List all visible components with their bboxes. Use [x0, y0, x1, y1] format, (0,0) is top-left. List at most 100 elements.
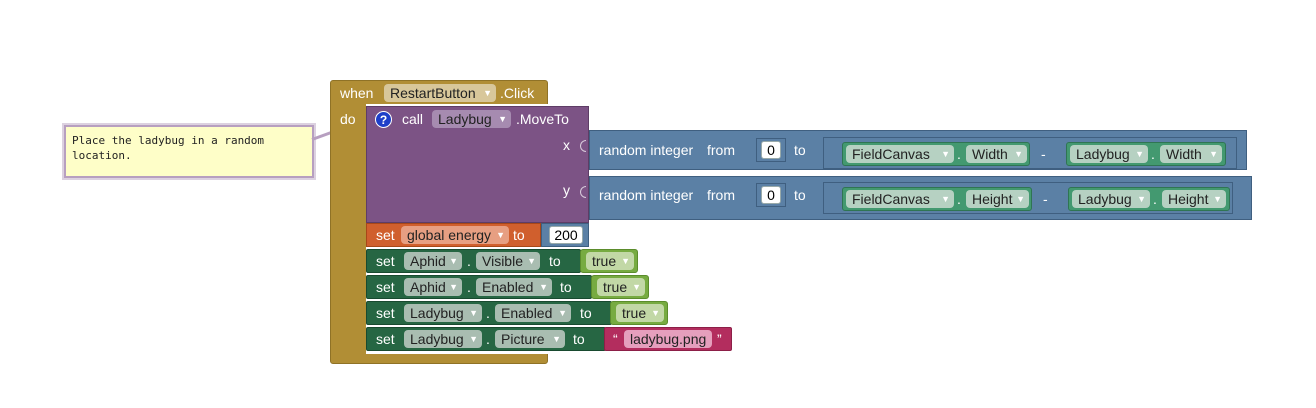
minus-operator: - — [1041, 146, 1046, 162]
caret-down-icon: ▼ — [632, 282, 641, 292]
setter-property-dropdown[interactable]: Picture ▼ — [495, 330, 565, 348]
getter-property-label: Height — [1168, 191, 1209, 207]
event-name-label: .Click — [500, 85, 535, 101]
call-component-dropdown[interactable]: Ladybug ▼ — [432, 110, 511, 128]
when-label: when — [340, 85, 374, 101]
open-quote: “ — [613, 331, 618, 347]
event-component-dropdown[interactable]: RestartButton ▼ — [384, 84, 496, 102]
dot-separator: . — [486, 331, 490, 347]
minus-operator: - — [1043, 191, 1048, 207]
to-label: to — [794, 142, 806, 158]
caret-down-icon: ▼ — [1209, 149, 1218, 159]
caret-down-icon: ▼ — [941, 194, 950, 204]
caret-down-icon: ▼ — [552, 334, 561, 344]
do-label: do — [340, 111, 356, 127]
dot-separator: . — [467, 253, 471, 269]
caret-down-icon: ▼ — [558, 308, 567, 318]
setter-component-dropdown[interactable]: Ladybug ▼ — [404, 330, 482, 348]
caret-down-icon: ▼ — [469, 308, 478, 318]
set-aphid-visible-block[interactable] — [366, 249, 581, 273]
getter-component-label: FieldCanvas — [852, 191, 930, 207]
getter-component-dropdown[interactable]: FieldCanvas ▼ — [846, 190, 954, 208]
socket-tab — [580, 186, 586, 198]
setter-component-dropdown[interactable]: Aphid ▼ — [404, 278, 462, 296]
setter-property-dropdown[interactable]: Enabled ▼ — [476, 278, 552, 296]
dot-separator: . — [957, 146, 961, 162]
caret-down-icon: ▼ — [651, 308, 660, 318]
boolean-dropdown[interactable]: true ▼ — [586, 252, 634, 270]
energy-number-field[interactable]: 200 — [549, 226, 583, 244]
boolean-value-label: true — [592, 253, 617, 269]
to-label: to — [513, 227, 525, 243]
boolean-dropdown[interactable]: true ▼ — [616, 304, 664, 322]
caret-down-icon: ▼ — [621, 256, 630, 266]
setter-property-label: Enabled — [501, 305, 553, 321]
caret-down-icon: ▼ — [1014, 149, 1023, 159]
getter-component-dropdown[interactable]: Ladybug ▼ — [1072, 190, 1150, 208]
from-label: from — [707, 187, 735, 203]
getter-component-label: Ladybug — [1078, 191, 1132, 207]
boolean-value-label: true — [603, 279, 628, 295]
to-label: to — [549, 253, 561, 269]
comment-bubble[interactable]: Place the ladybug in a random location. — [64, 125, 314, 178]
getter-property-label: Width — [1166, 146, 1202, 162]
close-quote: ” — [717, 331, 722, 347]
getter-component-label: FieldCanvas — [852, 146, 930, 162]
dot-separator: . — [486, 305, 490, 321]
to-label: to — [573, 331, 585, 347]
text-string-field[interactable]: ladybug.png — [624, 330, 713, 348]
set-label: set — [376, 253, 395, 269]
call-component-label: Ladybug — [438, 111, 492, 127]
caret-down-icon: ▼ — [1135, 149, 1144, 159]
boolean-dropdown[interactable]: true ▼ — [597, 278, 645, 296]
caret-down-icon: ▼ — [941, 149, 950, 159]
dot-separator: . — [1151, 146, 1155, 162]
getter-property-label: Height — [972, 191, 1013, 207]
set-label: set — [376, 279, 395, 295]
caret-down-icon: ▼ — [498, 114, 507, 124]
getter-component-dropdown[interactable]: Ladybug ▼ — [1070, 145, 1148, 163]
setter-component-dropdown[interactable]: Ladybug ▼ — [404, 304, 482, 322]
random-integer-label: random integer — [599, 187, 694, 203]
question-mark-icon[interactable]: ? — [375, 111, 392, 128]
caret-down-icon: ▼ — [1016, 194, 1025, 204]
getter-property-label: Width — [972, 146, 1008, 162]
setter-component-dropdown[interactable]: Aphid ▼ — [404, 252, 462, 270]
comment-text[interactable]: Place the ladybug in a random location. — [72, 134, 265, 162]
getter-property-dropdown[interactable]: Height ▼ — [1162, 190, 1226, 208]
dot-separator: . — [1153, 191, 1157, 207]
setter-property-dropdown[interactable]: Visible ▼ — [476, 252, 540, 270]
dot-separator: . — [467, 279, 471, 295]
method-label: .MoveTo — [516, 111, 569, 127]
setter-property-label: Picture — [501, 331, 545, 347]
set-label: set — [376, 305, 395, 321]
y-socket-label: y — [563, 182, 570, 198]
setter-property-label: Visible — [482, 253, 523, 269]
set-label: set — [376, 331, 395, 347]
to-label: to — [580, 305, 592, 321]
caret-down-icon: ▼ — [449, 256, 458, 266]
setter-component-label: Aphid — [410, 253, 446, 269]
caret-down-icon: ▼ — [1137, 194, 1146, 204]
getter-component-dropdown[interactable]: FieldCanvas ▼ — [846, 145, 954, 163]
random-integer-label: random integer — [599, 142, 694, 158]
dot-separator: . — [957, 191, 961, 207]
call-label: call — [402, 111, 424, 127]
caret-down-icon: ▼ — [483, 88, 492, 98]
caret-down-icon: ▼ — [496, 230, 505, 240]
setter-component-label: Aphid — [410, 279, 446, 295]
variable-dropdown[interactable]: global energy ▼ — [401, 226, 509, 244]
getter-property-dropdown[interactable]: Width ▼ — [966, 145, 1027, 163]
socket-tab — [580, 140, 586, 152]
caret-down-icon: ▼ — [469, 334, 478, 344]
getter-property-dropdown[interactable]: Height ▼ — [966, 190, 1029, 208]
setter-component-label: Ladybug — [410, 305, 464, 321]
set-label: set — [376, 227, 395, 243]
boolean-value-label: true — [622, 305, 647, 321]
getter-property-dropdown[interactable]: Width ▼ — [1160, 145, 1222, 163]
from-number-field[interactable]: 0 — [761, 186, 781, 204]
to-label: to — [794, 187, 806, 203]
event-component-label: RestartButton — [390, 85, 476, 101]
setter-property-dropdown[interactable]: Enabled ▼ — [495, 304, 571, 322]
from-number-field[interactable]: 0 — [761, 141, 781, 159]
